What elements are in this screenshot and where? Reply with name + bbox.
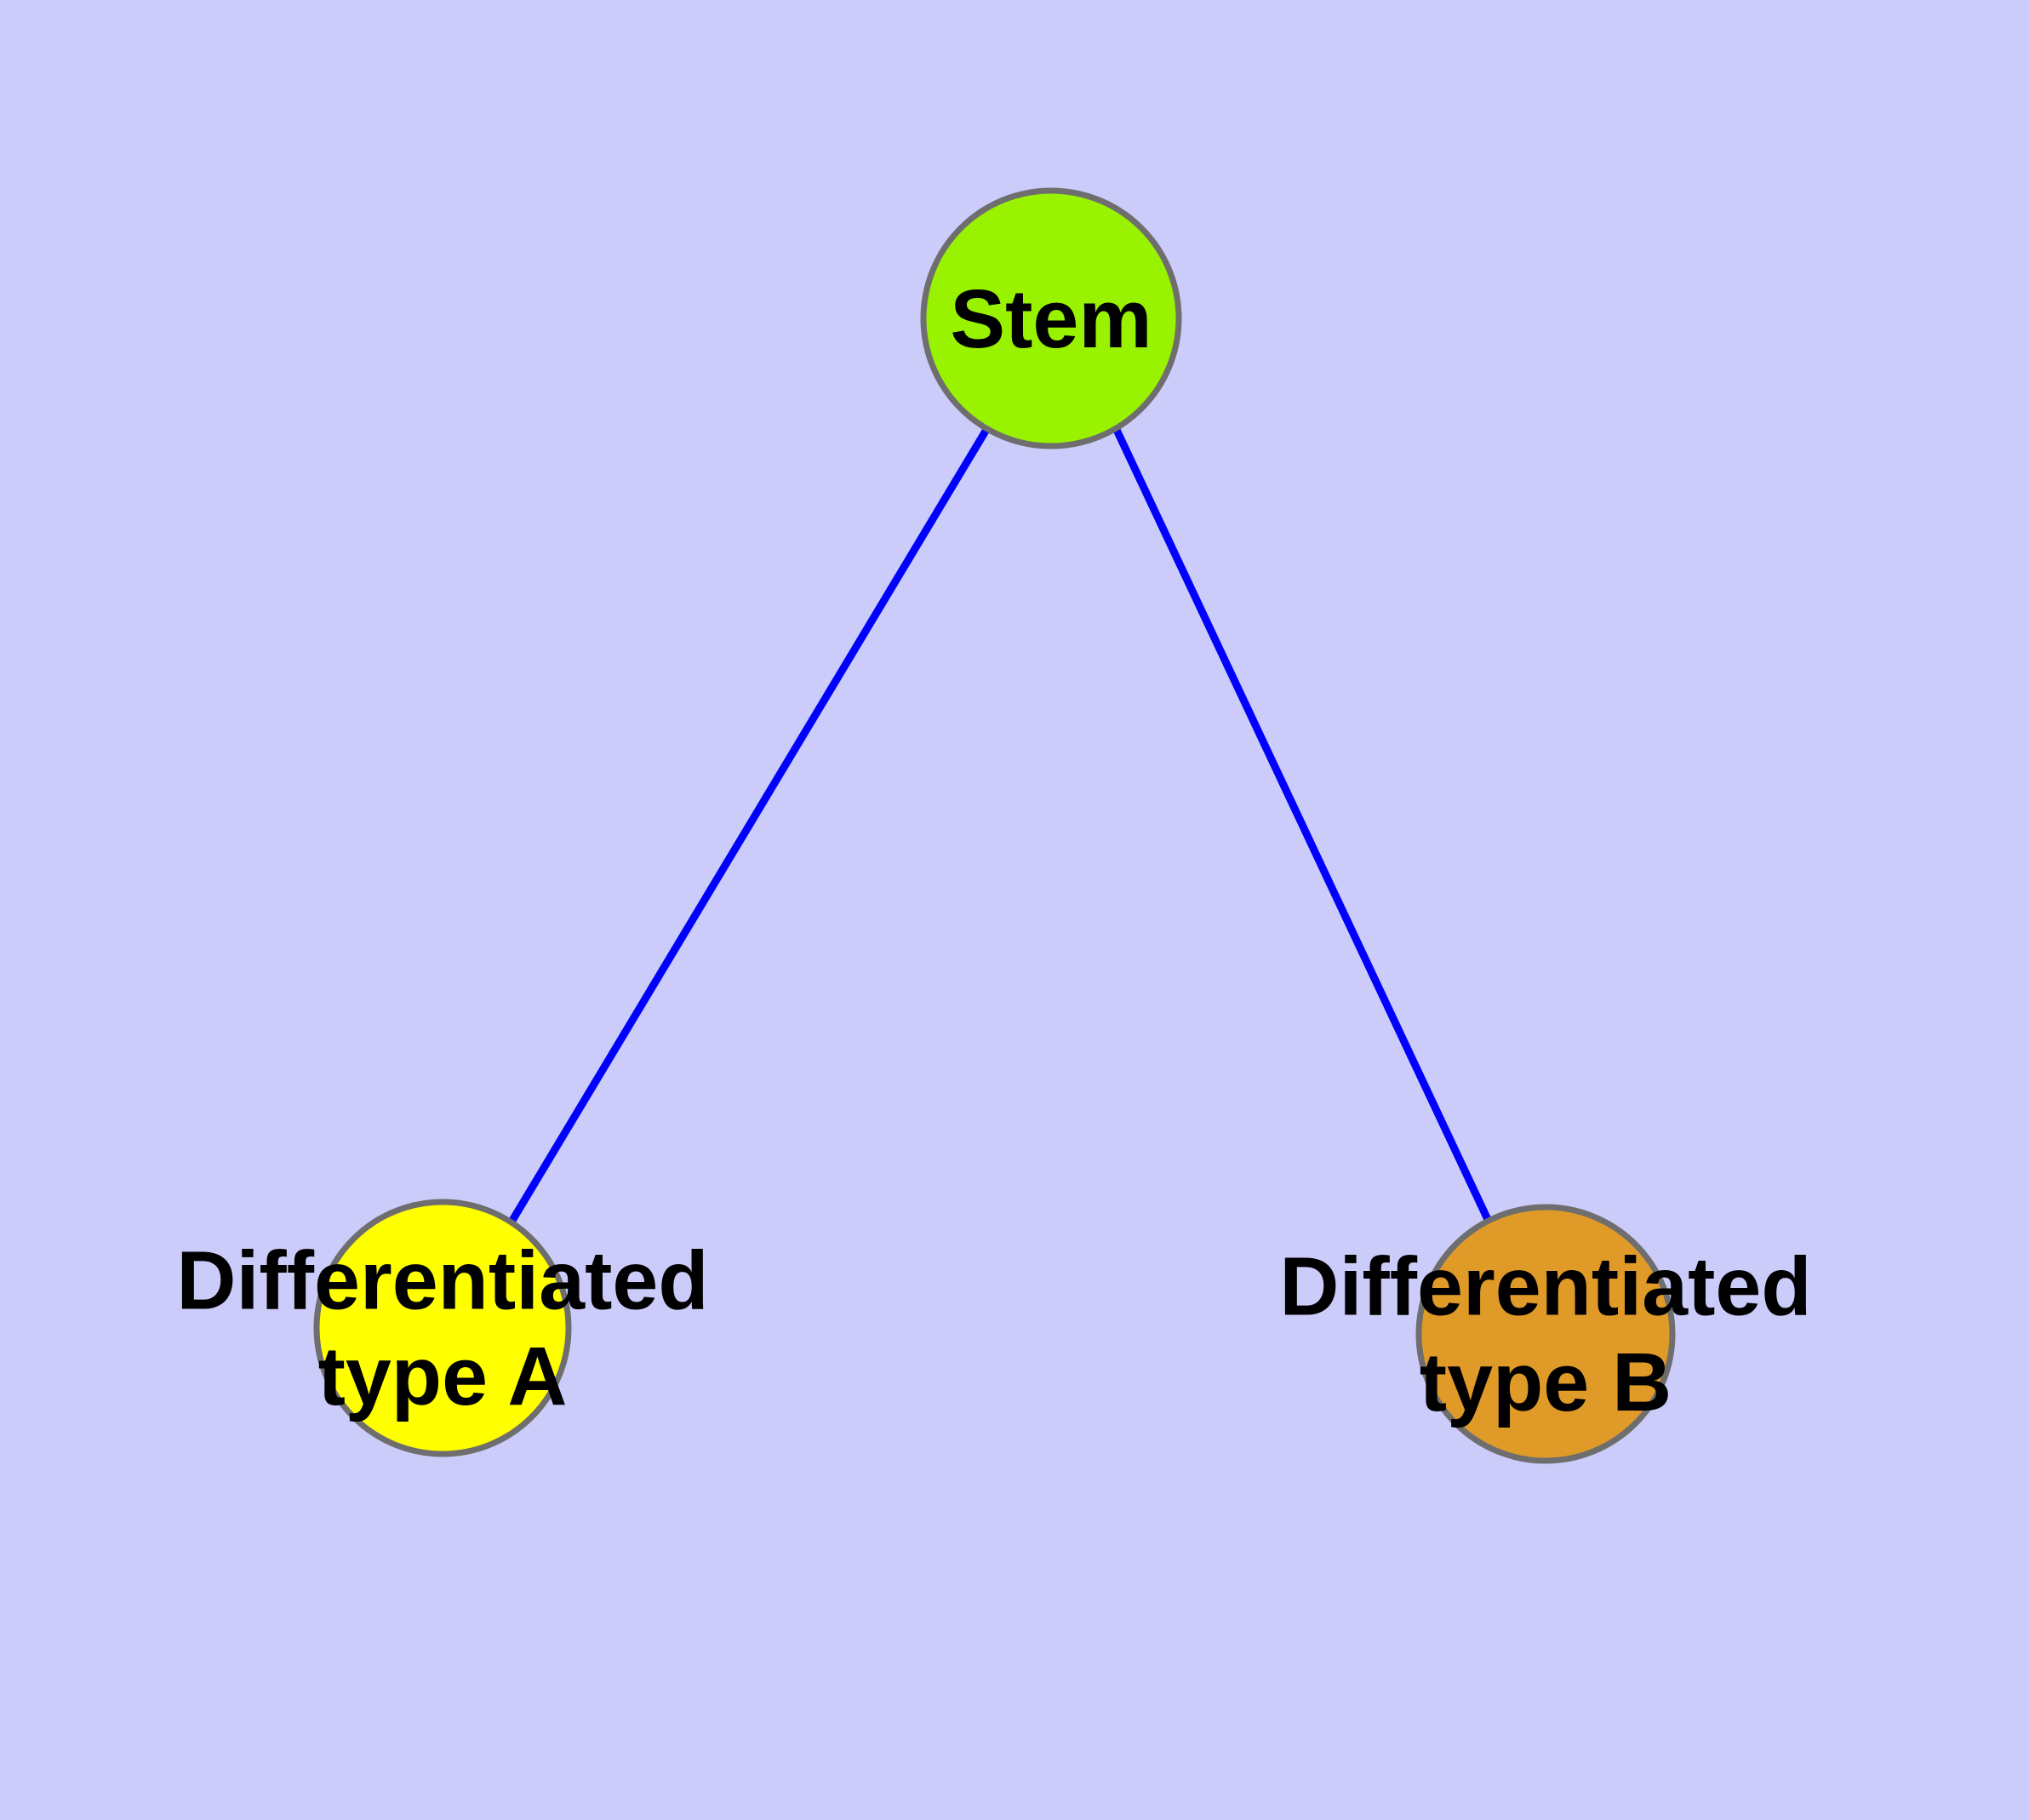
node-label-line: Stem	[950, 272, 1152, 365]
node-label-line: Differentiated	[1279, 1240, 1811, 1333]
edge-stem-to-diff-a[interactable]	[507, 426, 991, 1226]
node-diff-a[interactable]	[313, 1199, 572, 1457]
nodes-group	[313, 187, 1676, 1464]
edges-group	[507, 426, 1495, 1228]
edge-stem-to-diff-b[interactable]	[1112, 428, 1495, 1228]
node-label-stem: Stem	[950, 272, 1152, 365]
node-diff-b[interactable]	[1415, 1204, 1676, 1464]
node-label-line: Differentiated	[176, 1234, 708, 1327]
node-stem[interactable]	[920, 187, 1182, 449]
node-label-line: type A	[318, 1330, 568, 1422]
node-label-line: type B	[1420, 1336, 1672, 1428]
